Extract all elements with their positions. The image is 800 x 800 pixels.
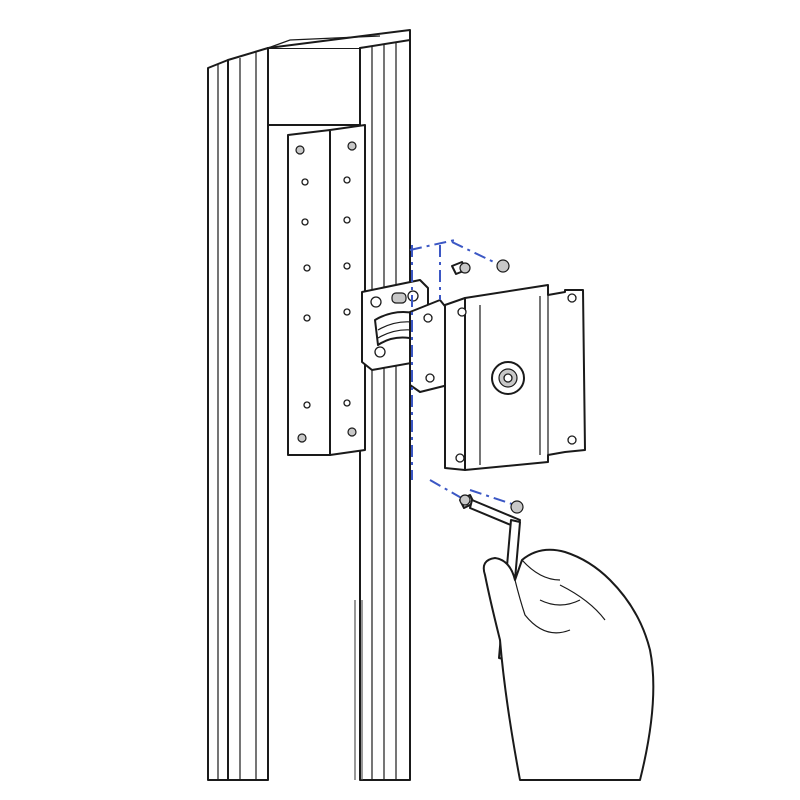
mounting-plate xyxy=(287,124,366,456)
monitor-plate xyxy=(444,284,586,471)
hand xyxy=(482,548,655,781)
plate-holes xyxy=(295,141,357,443)
alignment-guides xyxy=(409,239,516,506)
vertical-column xyxy=(207,29,411,781)
screw-top-right xyxy=(496,259,510,273)
screw-top-left xyxy=(451,261,471,275)
screw-bottom-right xyxy=(510,500,524,514)
